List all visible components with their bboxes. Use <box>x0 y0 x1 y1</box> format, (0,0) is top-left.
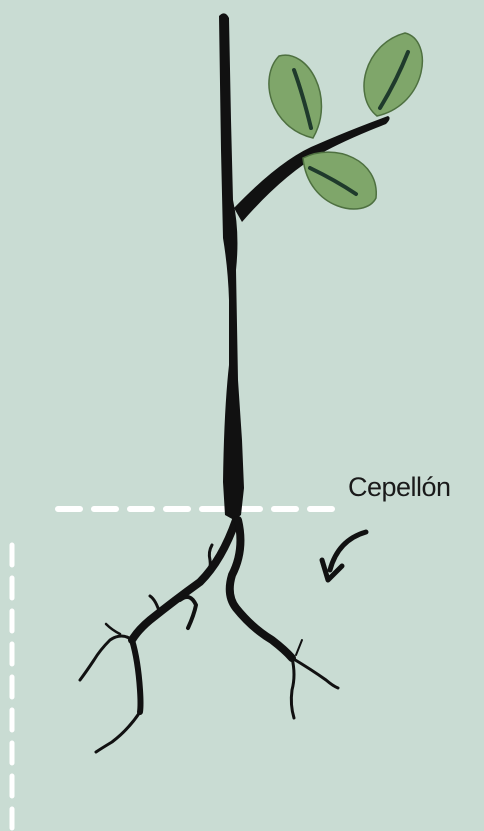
root <box>132 520 236 640</box>
root-ball-label: Cepellón <box>348 472 451 503</box>
root <box>80 636 132 680</box>
root <box>132 640 141 712</box>
leaf <box>269 55 322 138</box>
leaf <box>303 152 376 209</box>
root <box>96 712 140 752</box>
root <box>292 658 338 688</box>
root-system <box>80 520 338 752</box>
root <box>291 658 294 718</box>
curved-arrow-icon <box>322 532 366 580</box>
leaf <box>364 33 422 116</box>
root <box>296 640 302 655</box>
root <box>230 520 292 658</box>
seedling-stem <box>219 13 244 520</box>
root <box>106 624 120 634</box>
root <box>180 597 196 628</box>
